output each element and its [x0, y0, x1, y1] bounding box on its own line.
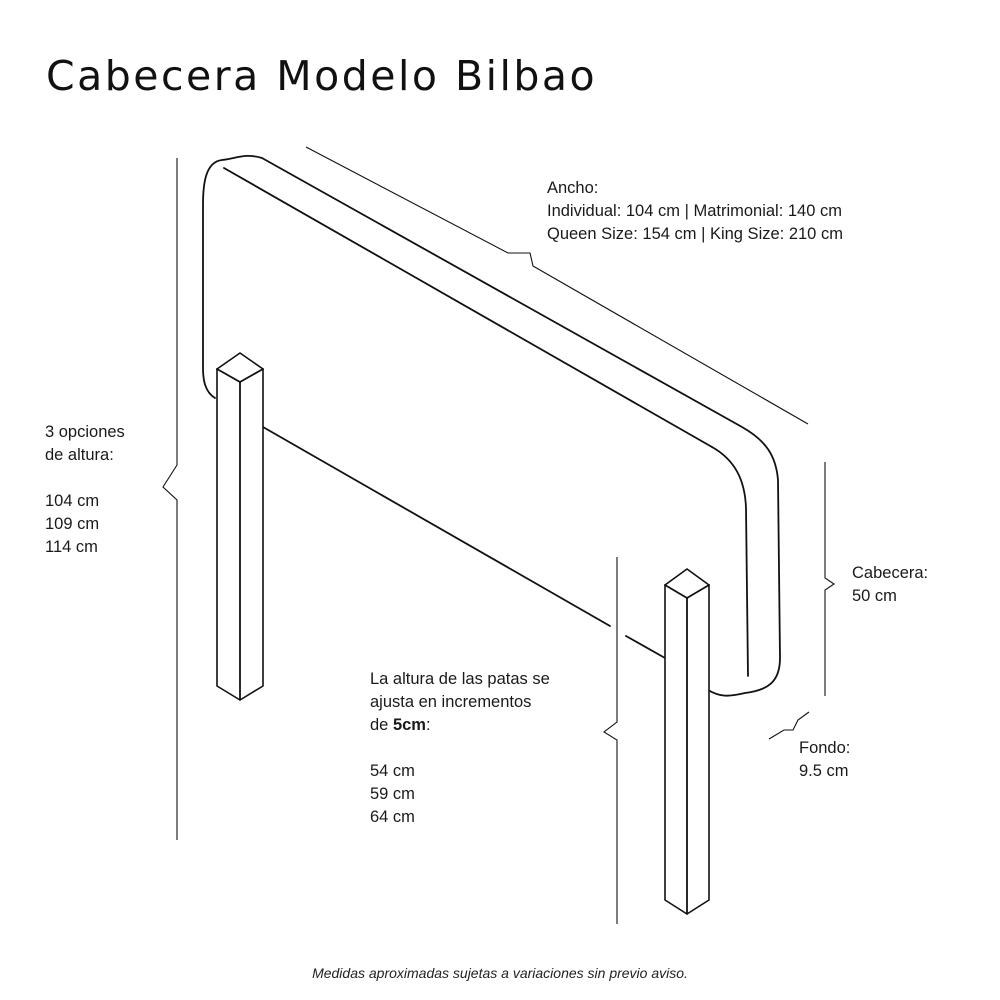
legs-annotation: La altura de las patas se ajusta en incr…	[370, 668, 550, 829]
footnote: Medidas aproximadas sujetas a variacione…	[312, 965, 688, 981]
headboard-value: 50 cm	[852, 587, 897, 605]
headboard-panel	[202, 155, 781, 697]
headboard-height-dimension-line	[824, 462, 835, 696]
width-annotation: Ancho: Individual: 104 cm | Matrimonial:…	[547, 177, 843, 246]
leg-height-option: 54 cm	[370, 762, 415, 780]
legs-increment-value: 5cm	[392, 716, 426, 734]
page-title: Cabecera Modelo Bilbao	[46, 52, 598, 100]
legs-text-line-2: ajusta en incrementos	[370, 693, 532, 711]
right-leg	[664, 568, 710, 915]
height-heading-line-1: 3 opciones	[45, 423, 125, 441]
height-option: 109 cm	[45, 515, 100, 533]
width-heading: Ancho:	[547, 179, 599, 197]
leg-height-option: 59 cm	[370, 785, 415, 803]
depth-annotation: Fondo: 9.5 cm	[799, 737, 850, 783]
left-leg	[216, 352, 264, 701]
depth-value: 9.5 cm	[799, 762, 849, 780]
headboard-heading: Cabecera:	[852, 564, 929, 582]
legs-text-line-1: La altura de las patas se	[370, 670, 550, 688]
legs-text-prefix: de	[370, 716, 393, 734]
height-heading-line-2: de altura:	[45, 446, 114, 464]
depth-dimension-mark	[768, 711, 810, 740]
leg-height-option: 64 cm	[370, 808, 415, 826]
overall-height-dimension-line	[162, 158, 178, 840]
height-option: 114 cm	[45, 538, 98, 556]
height-option: 104 cm	[45, 492, 100, 510]
leg-height-dimension-line	[603, 557, 618, 924]
width-dimension-line	[305, 146, 809, 425]
width-sizes-line-1: Individual: 104 cm | Matrimonial: 140 cm	[547, 202, 842, 220]
depth-heading: Fondo:	[799, 739, 851, 757]
height-annotation: 3 opciones de altura: 104 cm 109 cm 114 …	[45, 421, 125, 559]
width-sizes-line-2: Queen Size: 154 cm | King Size: 210 cm	[547, 225, 843, 243]
legs-text-suffix: :	[425, 716, 431, 734]
legs-text-line-3: de 5cm:	[370, 714, 550, 737]
headboard-annotation: Cabecera: 50 cm	[852, 562, 928, 608]
